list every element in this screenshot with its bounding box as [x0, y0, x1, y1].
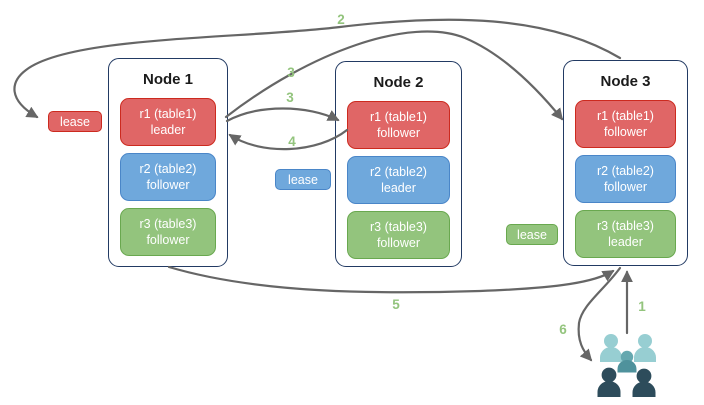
flow-step-label-2: 2: [337, 12, 345, 27]
replica-name: r1 (table1): [597, 109, 654, 123]
node-title: Node 1: [142, 71, 193, 88]
flow-step-label-1: 1: [638, 299, 646, 314]
replica-role: follower: [376, 236, 421, 250]
lease-tag-table3: lease: [506, 224, 558, 245]
arrow-step-2-node3-to-lease1: [13, 18, 622, 119]
replica-r2-node1: r2 (table2) follower: [120, 153, 216, 201]
replica-role: follower: [146, 233, 190, 247]
replica-role: leader: [150, 123, 186, 137]
arrow-step-3-node1-to-node2: [225, 107, 340, 123]
node-box-3: Node 3 r1 (table1) follower r2 (table2) …: [563, 60, 688, 266]
node-box-1: Node 1 r1 (table1) leader r2 (table2) fo…: [108, 58, 228, 267]
lease-tag-table1: lease: [48, 111, 102, 132]
flow-step-label-3b: 3: [286, 90, 294, 105]
replica-name: r2 (table2): [597, 164, 654, 178]
flow-step-label-3a: 3: [287, 65, 295, 80]
replica-name: r3 (table3): [139, 217, 197, 231]
replica-role: follower: [376, 126, 421, 140]
replica-r1-node2: r1 (table1) follower: [347, 101, 450, 149]
replica-name: r1 (table1): [139, 107, 197, 121]
replica-r3-node3: r3 (table3) leader: [575, 210, 676, 258]
replica-role: leader: [608, 235, 643, 249]
flow-step-label-6: 6: [559, 322, 567, 337]
replica-name: r1 (table1): [370, 110, 427, 124]
lease-tag-table2: lease: [275, 169, 331, 190]
replica-r1-node1: r1 (table1) leader: [120, 98, 216, 146]
users-group-icon: [597, 334, 656, 397]
replica-name: r2 (table2): [139, 162, 197, 176]
replica-role: follower: [146, 178, 190, 192]
replica-r3-node2: r3 (table3) follower: [347, 211, 450, 259]
replica-role: leader: [381, 181, 416, 195]
flow-step-label-4: 4: [288, 134, 296, 149]
replica-r2-node2: r2 (table2) leader: [347, 156, 450, 204]
replica-name: r3 (table3): [597, 219, 654, 233]
node-title: Node 3: [600, 73, 651, 90]
replica-r3-node1: r3 (table3) follower: [120, 208, 216, 256]
node-box-2: Node 2 r1 (table1) follower r2 (table2) …: [335, 61, 462, 267]
arrow-step-5-node1-to-node3: [167, 265, 615, 294]
replica-name: r3 (table3): [370, 220, 427, 234]
flow-step-label-5: 5: [392, 297, 400, 312]
replica-name: r2 (table2): [370, 165, 427, 179]
replica-role: follower: [603, 125, 648, 139]
replica-r2-node3: r2 (table2) follower: [575, 155, 676, 203]
arrow-step-6-node3-to-client: [577, 266, 622, 362]
replica-role: follower: [603, 180, 648, 194]
arrow-step-4-node2-to-node1: [228, 128, 349, 151]
node-title: Node 2: [373, 74, 424, 91]
replica-r1-node3: r1 (table1) follower: [575, 100, 676, 148]
